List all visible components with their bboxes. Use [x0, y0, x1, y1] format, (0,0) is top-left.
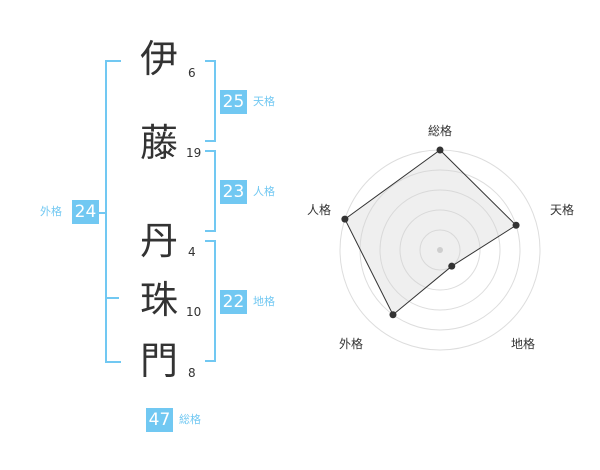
- soukaku-score-badge: 47: [146, 408, 173, 432]
- radar-axis-label-chikaku: 地格: [511, 337, 536, 351]
- name-char-4: 珠: [140, 278, 179, 322]
- stroke-count-2: 19: [186, 146, 202, 160]
- gaikaku-bracket: [105, 60, 121, 363]
- radar-point-4: [341, 215, 349, 223]
- jinkaku-bracket: [205, 150, 216, 232]
- radar-axis-label-gaikaku: 外格: [339, 337, 364, 351]
- radar-axis-label-jinkaku: 人格: [307, 203, 332, 217]
- jinkaku-label: 人格: [253, 185, 275, 198]
- stroke-count-5: 8: [188, 366, 196, 380]
- chikaku-score-badge: 22: [220, 290, 247, 314]
- name-char-3: 丹: [140, 219, 179, 263]
- radar-axis-label-soukaku: 総格: [428, 124, 453, 138]
- gaikaku-bracket-connector: [98, 212, 106, 214]
- radar-point-1: [512, 221, 520, 229]
- stroke-count-4: 10: [186, 305, 202, 319]
- tenkaku-label: 天格: [253, 95, 275, 108]
- radar-ring: [419, 229, 461, 271]
- stroke-count-1: 6: [188, 66, 196, 80]
- chikaku-label: 地格: [253, 295, 275, 308]
- radar-axis-label-tenkaku: 天格: [550, 203, 575, 217]
- radar-ring: [379, 189, 501, 311]
- soukaku-label: 総格: [179, 413, 201, 426]
- jinkaku-score-badge: 23: [220, 180, 247, 204]
- tenkaku-bracket: [205, 60, 216, 142]
- chikaku-bracket: [205, 240, 216, 362]
- radar-point-3: [389, 311, 397, 319]
- gaikaku-label: 外格: [40, 205, 62, 218]
- radar-center: [437, 247, 443, 253]
- tenkaku-score-badge: 25: [220, 90, 247, 114]
- radar-point-2: [448, 262, 456, 270]
- radar-ring: [399, 209, 481, 291]
- stroke-count-3: 4: [188, 245, 196, 259]
- radar-point-0: [436, 146, 444, 154]
- name-char-1: 伊: [140, 37, 179, 81]
- gaikaku-score-badge: 24: [72, 200, 99, 224]
- radar-polygon: [344, 149, 517, 316]
- name-char-5: 門: [140, 339, 179, 383]
- name-char-2: 藤: [140, 121, 179, 165]
- gaikaku-bracket-mid: [105, 297, 119, 299]
